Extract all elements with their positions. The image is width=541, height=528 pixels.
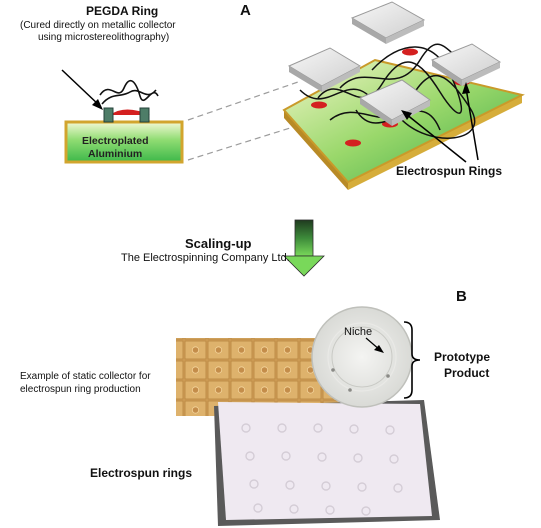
pegda-ring-caption-line1: (Cured directly on metallic collector [20, 20, 176, 31]
company-name: The Electrospinning Company Ltd. [121, 252, 290, 264]
electrospun-ring-square [430, 43, 502, 81]
prototype-product-label-line1: Prototype [434, 350, 491, 364]
pegda-pointer-arrow [61, 69, 103, 110]
prototype-product-label-line2: Product [444, 366, 490, 380]
prototype-product-disc [311, 306, 413, 408]
niche-label: Niche [344, 326, 373, 338]
panel-a-label: A [240, 2, 251, 19]
collector-label-line1: Electroplated [82, 135, 149, 147]
panel-b-label: B [456, 288, 467, 305]
collector-label-line2: Aluminium [88, 148, 143, 160]
fiber-tangle-small [99, 79, 159, 105]
fiber-tangle [299, 43, 477, 139]
pegda-ring-title: PEGDA Ring [86, 4, 159, 18]
electrospun-ring-square [350, 1, 426, 39]
scaling-up-title: Scaling-up [185, 236, 252, 251]
single-collector-block [64, 79, 184, 164]
magnification-lines [187, 81, 299, 161]
multi-ring-plate [282, 1, 525, 190]
ring-marker [311, 101, 327, 109]
electrospun-rings-label: Electrospun Rings [396, 164, 503, 178]
static-collector-caption-line1: Example of static collector for [20, 371, 151, 382]
electrospun-rings-photo [214, 400, 440, 526]
prototype-brace [403, 321, 421, 399]
scaling-up-arrow [283, 219, 325, 277]
ring-marker [402, 48, 418, 56]
electrospun-rings-photo-label: Electrospun rings [90, 466, 193, 480]
static-collector-caption-line2: electrospun ring production [20, 384, 141, 395]
ring-marker [345, 139, 361, 147]
electrospun-rings-pointers [401, 82, 479, 163]
pegda-ring-caption-line2: using microstereolithography) [38, 32, 170, 43]
niche-pointer [365, 337, 384, 353]
